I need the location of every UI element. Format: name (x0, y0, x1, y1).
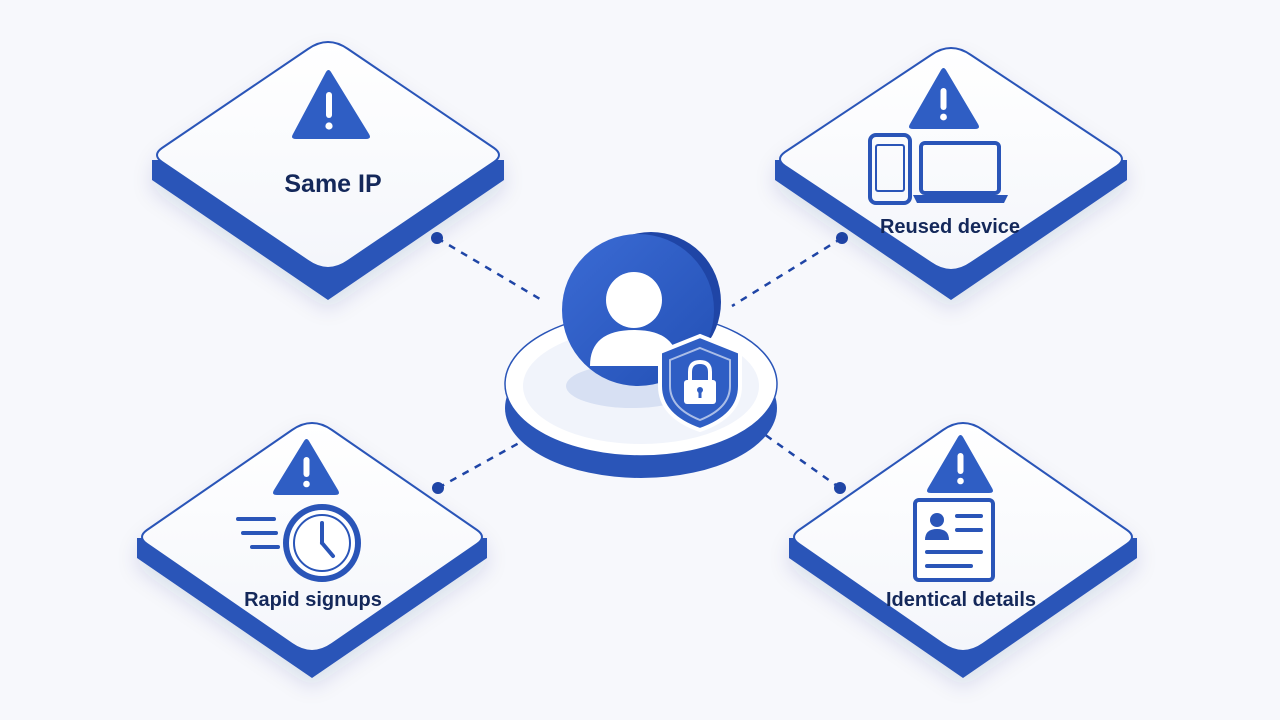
id-card-icon (913, 498, 995, 582)
warning-icon (273, 439, 339, 495)
tile-face (779, 46, 1123, 272)
connector-dot-identical-details (834, 482, 846, 494)
connector-dot-same-ip (431, 232, 443, 244)
connector-identical-details (763, 432, 841, 490)
phone-laptop-icon (868, 133, 1008, 205)
signal-label-identical-details: Identical details (886, 589, 1036, 611)
tile-face (156, 40, 500, 270)
warning-icon (927, 435, 993, 493)
signal-label-rapid-signups: Rapid signups (244, 589, 382, 611)
connector-dot-reused-device (836, 232, 848, 244)
signal-tile-reused-device (775, 46, 1127, 300)
connector-same-ip (436, 236, 546, 304)
connector-dots (431, 232, 848, 494)
signal-label-same-ip: Same IP (284, 170, 381, 198)
shield-lock-icon (658, 333, 742, 433)
fast-clock-icon (236, 504, 361, 582)
connector-dot-rapid-signups (432, 482, 444, 494)
connector-rapid-signups (437, 436, 529, 490)
signal-tile-same-ip (152, 40, 504, 300)
connectors (436, 236, 843, 490)
connector-reused-device (731, 236, 843, 308)
warning-icon (292, 70, 370, 139)
warning-icon (909, 68, 979, 129)
signal-label-reused-device: Reused device (880, 216, 1020, 238)
